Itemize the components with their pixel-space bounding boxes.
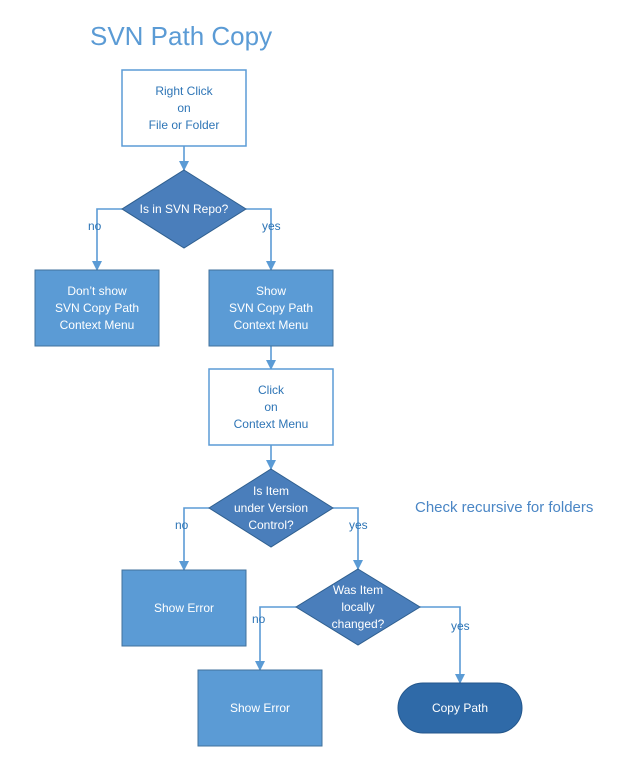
edge-changed-yes bbox=[420, 606, 465, 684]
diamond-under-vc bbox=[208, 468, 334, 548]
node-text-line: SVN Copy Path bbox=[55, 301, 139, 315]
node-text-line: Copy Path bbox=[432, 701, 488, 715]
text-is-in-repo: Is in SVN Repo? bbox=[140, 202, 229, 216]
edge-changed-no bbox=[255, 606, 296, 671]
node-text-line: under Version bbox=[234, 501, 308, 515]
node-text-line: Context Menu bbox=[60, 318, 135, 332]
node-show-error-2: Show Error bbox=[197, 669, 323, 747]
label-vc-yes: yes bbox=[349, 518, 368, 532]
node-text-line: SVN Copy Path bbox=[229, 301, 313, 315]
edges bbox=[92, 146, 465, 684]
node-is-in-repo: Is in SVN Repo? bbox=[121, 169, 247, 249]
diagram-title: SVN Path Copy bbox=[90, 21, 272, 51]
edge-vc-no bbox=[179, 507, 209, 571]
diamond-is-in-repo bbox=[121, 169, 247, 249]
node-text-line: Context Menu bbox=[234, 318, 309, 332]
node-text-line: File or Folder bbox=[149, 118, 220, 132]
terminal-copy-path bbox=[397, 682, 523, 734]
node-text-line: Is in SVN Repo? bbox=[140, 202, 229, 216]
box-show-menu bbox=[208, 269, 334, 347]
label-changed-no: no bbox=[252, 612, 266, 626]
node-text-line: Show bbox=[256, 284, 286, 298]
label-repo-no: no bbox=[88, 219, 102, 233]
node-show-error-1: Show Error bbox=[121, 569, 247, 647]
box-right-click bbox=[121, 69, 247, 147]
edge-vc-yes bbox=[333, 507, 363, 570]
box-show-error-1 bbox=[121, 569, 247, 647]
text-locally-changed: Was Item locally changed? bbox=[332, 583, 385, 631]
edge-repo-yes bbox=[246, 208, 276, 271]
diamond-locally-changed bbox=[295, 568, 421, 646]
node-text-line: locally bbox=[341, 600, 374, 614]
node-text-line: Was Item bbox=[333, 583, 383, 597]
node-text-line: changed? bbox=[332, 617, 385, 631]
node-locally-changed: Was Item locally changed? bbox=[295, 568, 421, 646]
node-text-line: Right Click bbox=[155, 84, 213, 98]
label-vc-no: no bbox=[175, 518, 189, 532]
edge-repo-no bbox=[92, 208, 122, 271]
box-dont-show bbox=[34, 269, 160, 347]
node-text-line: Show Error bbox=[154, 601, 214, 615]
box-show-error-2 bbox=[197, 669, 323, 747]
node-text-line: on bbox=[177, 101, 190, 115]
node-text-line: Don’t show bbox=[67, 284, 127, 298]
node-text-line: Is Item bbox=[253, 484, 289, 498]
node-text-line: Context Menu bbox=[234, 417, 309, 431]
node-copy-path: Copy Path bbox=[397, 682, 523, 734]
node-text-line: Click bbox=[258, 383, 285, 397]
node-text-line: on bbox=[264, 400, 277, 414]
label-changed-yes: yes bbox=[451, 619, 470, 633]
note-check-recursive: Check recursive for folders bbox=[415, 499, 593, 516]
label-repo-yes: yes bbox=[262, 219, 281, 233]
node-text-line: Show Error bbox=[230, 701, 290, 715]
box-click-menu bbox=[208, 368, 334, 446]
text-show-error-1: Show Error bbox=[154, 601, 214, 615]
node-text-line: Control? bbox=[248, 518, 294, 532]
text-show-error-2: Show Error bbox=[230, 701, 290, 715]
text-copy-path: Copy Path bbox=[432, 701, 488, 715]
